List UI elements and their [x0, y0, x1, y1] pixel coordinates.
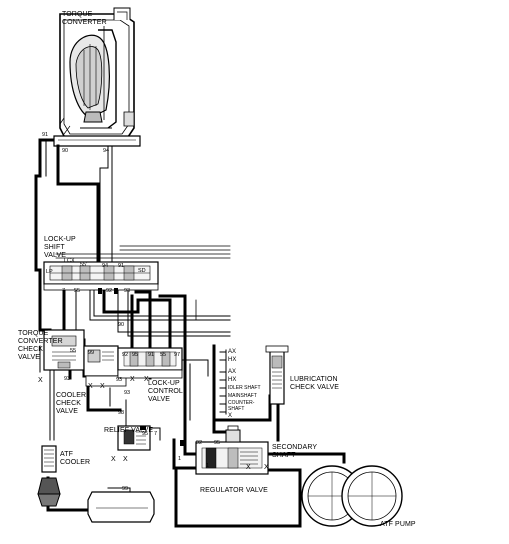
port-label: 93 [64, 376, 71, 382]
port-label: SD [138, 268, 146, 274]
lube-point-ax-2: AX [228, 369, 237, 375]
port-label: 94 [102, 263, 109, 269]
regulator-valve [195, 425, 269, 475]
lube-point-x: X [228, 413, 233, 419]
secondary-shaft-label: SECONDARY SHAFT [272, 444, 318, 459]
port-details [98, 288, 184, 446]
lube-point-hx-1: HX [228, 357, 237, 363]
port-label: 99 [122, 486, 129, 492]
port-label: 94 [103, 148, 110, 154]
lube-point-ax-1: AX [228, 349, 237, 355]
exhaust-marker: X [38, 377, 43, 384]
lubrication-check-valve-label: LUBRICATION CHECK VALVE [290, 376, 340, 391]
port-label: LP [46, 269, 53, 275]
lube-point-idler-shaft: IDLER SHAFT [228, 385, 261, 391]
exhaust-marker: X [246, 464, 251, 471]
port-label: 90 [118, 322, 125, 328]
port-label: 93 [124, 390, 131, 396]
port-label: 98 [118, 410, 125, 416]
port-label: 92 [106, 288, 113, 294]
port-label: 55 [160, 352, 167, 358]
exhaust-marker: X [130, 376, 135, 383]
relief-valve [117, 425, 151, 451]
relief-valve-label: RELIEF VALVE [104, 427, 154, 434]
port-label: 55' [80, 262, 88, 268]
regulator-valve-label: REGULATOR VALVE [200, 487, 268, 494]
port-label: 91 [118, 263, 125, 269]
port-label: 95 [214, 440, 221, 446]
port-label: 93 [124, 288, 131, 294]
lockup-control-valve-label: LOCK-UP CONTROL VALVE [148, 380, 183, 403]
lubrication-check-valve [265, 345, 289, 405]
cooler-check-valve [83, 345, 127, 387]
atf-cooler-label: ATF COOLER [60, 451, 91, 466]
atf-pump-label: ATF PUMP [380, 521, 416, 528]
port-label: 95 [132, 352, 139, 358]
torque-converter-label: TORQUE CONVERTER [62, 11, 107, 26]
exhaust-marker: X [264, 464, 269, 471]
port-label: 55 [74, 288, 81, 294]
exhaust-marker: X [111, 456, 116, 463]
port-label: 55 [70, 348, 77, 354]
port-label: 1 [206, 463, 210, 469]
lube-point-hx-2: HX [228, 377, 237, 383]
lube-point-countershaft: COUNTER- SHAFT [228, 400, 255, 412]
port-label: 95 [142, 431, 149, 437]
torque-converter-check-valve-label: TORQUE CONVERTER CHECK VALVE [18, 330, 63, 361]
atf-strainer [87, 491, 155, 523]
lockup-control-valve [117, 347, 183, 379]
atf-pump [301, 465, 403, 527]
port-label: 93 [116, 377, 123, 383]
port-label: 1 [178, 456, 182, 462]
cooler-check-valve-label: COOLER CHECK VALVE [56, 392, 87, 415]
lube-point-mainshaft: MAINSHAFT [228, 393, 257, 399]
torque-converter [53, 7, 141, 147]
exhaust-marker: X [123, 456, 128, 463]
exhaust-marker: X [144, 376, 149, 383]
port-label: 91 [148, 352, 155, 358]
port-label: 92 [196, 440, 203, 446]
port-label: 97 [174, 352, 181, 358]
lockup-shift-valve-label: LOCK-UP SHIFT VALVE [44, 236, 76, 259]
exhaust-marker: X [88, 383, 93, 390]
port-label: LCX [64, 258, 75, 264]
port-label: 91 [42, 132, 49, 138]
port-label: 7 [154, 431, 158, 437]
torque-converter-check-valve [43, 329, 85, 371]
exhaust-marker: X [100, 383, 105, 390]
port-label: 99 [88, 350, 95, 356]
atf-cooler [37, 445, 61, 507]
lockup-shift-valve [43, 261, 159, 291]
port-label: 90 [62, 148, 69, 154]
port-label: 7 [62, 288, 66, 294]
port-label: 92 [122, 352, 129, 358]
